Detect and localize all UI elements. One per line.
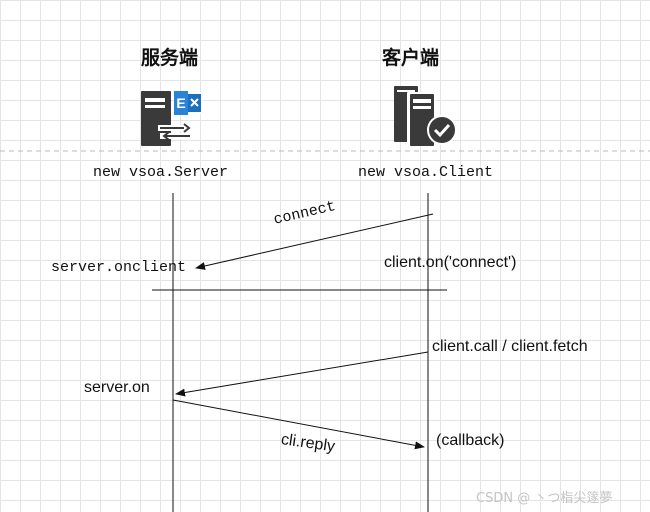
svg-text:E: E xyxy=(176,95,185,111)
server-title: 服务端 xyxy=(141,47,199,69)
watermark: CSDN @ 丶つ栺尖篴夢 xyxy=(476,491,613,506)
call-arrow xyxy=(175,351,429,397)
client-title: 客户端 xyxy=(382,47,440,69)
server-onclient-label: server.onclient xyxy=(51,259,187,276)
client-constructor: new vsoa.Client xyxy=(358,164,494,181)
server-on-label: server.on xyxy=(84,379,150,396)
connect-arrow xyxy=(195,213,434,270)
callback-label: (callback) xyxy=(436,432,505,449)
server-constructor: new vsoa.Server xyxy=(93,164,229,181)
client-call-label: client.call / client.fetch xyxy=(432,338,588,355)
client-on-connect-label: client.on('connect') xyxy=(384,254,517,271)
reply-arrow xyxy=(172,399,425,450)
exchange-server-icon: E xyxy=(141,91,202,146)
server-check-icon xyxy=(394,86,457,146)
